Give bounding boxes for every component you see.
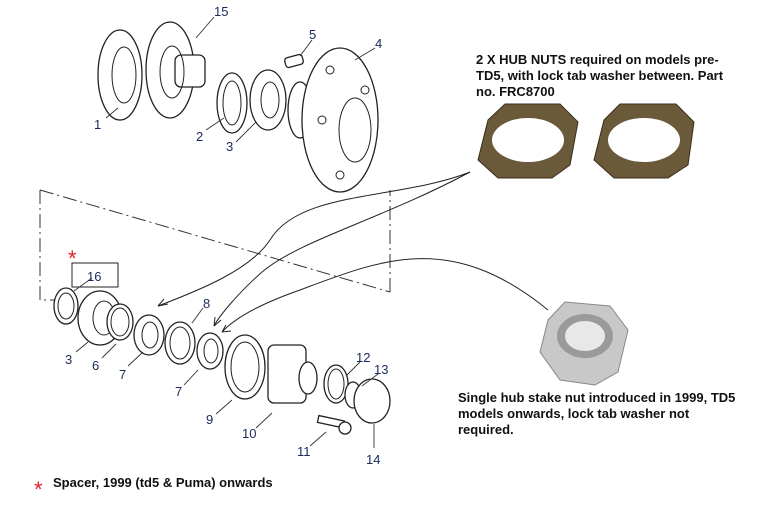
stake-nut-image [539, 301, 629, 386]
part-label-4: 4 [375, 36, 382, 51]
stake-nut-note: Single hub stake nut introduced in 1999,… [458, 390, 736, 437]
leader-lines [73, 16, 379, 448]
part-label-7: 7 [119, 367, 126, 382]
gasket-9 [224, 334, 266, 400]
part-label-15: 15 [214, 4, 228, 19]
spacer-16 [53, 287, 79, 325]
hub-nut-7 [133, 314, 165, 356]
asterisk-icon: * [34, 477, 43, 502]
part-label-13: 13 [374, 362, 388, 377]
asterisk-icon: * [68, 246, 77, 271]
circlip-12 [323, 364, 349, 404]
part-label-8: 8 [203, 296, 210, 311]
pointer-arrows [157, 171, 549, 333]
part-label-6: 6 [92, 358, 99, 373]
hub-nut-image-2 [593, 103, 695, 179]
part-label-3: 3 [65, 352, 72, 367]
spacer-callout-box [71, 262, 119, 288]
hub-nuts-note: 2 X HUB NUTS required on models pre-TD5,… [476, 52, 724, 99]
part-label-11: 11 [297, 444, 311, 459]
hub-4 [287, 47, 379, 193]
drive-flange-15 [145, 21, 206, 119]
part-label-14: 14 [366, 452, 380, 467]
bolt-5 [284, 53, 304, 69]
bearing-3-top [249, 69, 287, 131]
part-label-2: 2 [196, 129, 203, 144]
drive-member-10 [267, 344, 318, 404]
part-label-1: 1 [94, 117, 101, 132]
hub-nut-image-1 [477, 103, 579, 179]
spacer-note: Spacer, 1999 (td5 & Puma) onwards [53, 475, 273, 490]
oil-seal-2 [216, 72, 248, 134]
hub-cap-14 [353, 378, 391, 424]
lock-tab-washer-8 [164, 321, 196, 365]
hub-flange-1 [97, 29, 143, 121]
part-label-3-top: 3 [226, 139, 233, 154]
part-label-9: 9 [206, 412, 213, 427]
part-label-7b: 7 [175, 384, 182, 399]
part-label-12: 12 [356, 350, 370, 365]
lock-washer-6 [106, 303, 134, 341]
part-label-16: 16 [87, 269, 101, 284]
bolt-11 [316, 414, 352, 435]
part-label-5: 5 [309, 27, 316, 42]
part-label-10: 10 [242, 426, 256, 441]
hub-nut-7b [196, 332, 224, 370]
